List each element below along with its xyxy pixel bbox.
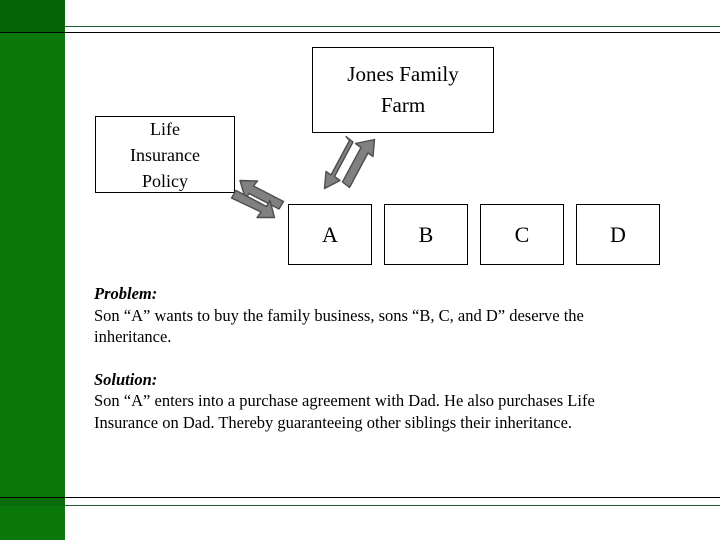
policy-box-line-2: Insurance [130,144,200,165]
solution-heading: Solution: [94,369,158,389]
son-label-c: C [514,221,530,247]
farm-box-line-2: Farm [380,93,426,117]
bottom-black-divider [0,497,720,498]
son-label-d: D [610,221,626,247]
top-black-divider [0,32,720,33]
policy-box-line-1: Life [150,118,180,139]
top-green-divider [65,26,720,27]
policy-box-line-3: Policy [141,170,188,191]
problem-heading: Problem: [94,284,158,303]
son-box-d: D [576,204,660,265]
arrow-farm-to-son-a-icon [323,135,354,190]
son-label-b: B [418,221,434,247]
son-box-b: B [384,204,468,265]
son-box-c: C [480,204,564,265]
problem-text: Son “A” wants to buy the family business… [94,305,584,347]
left-green-band [0,0,65,540]
left-green-band-bottom-segment [0,497,65,506]
jones-family-farm-box: Jones Family Farm [312,47,494,133]
son-label-a: A [322,221,338,247]
farm-box-line-1: Jones Family [347,62,459,86]
son-box-a: A [288,204,372,265]
explanation-text-block: Problem: Son “A” wants to buy the family… [94,283,624,433]
arrow-son-a-to-farm-icon [341,138,376,189]
paragraph-spacer [94,348,624,369]
solution-text: Son “A” enters into a purchase agreement… [94,391,595,432]
arrow-son-a-to-policy-icon [239,179,285,210]
arrow-policy-to-son-a-icon [230,189,276,219]
left-green-band-top-segment [0,0,65,33]
life-insurance-policy-box: Life Insurance Policy [95,116,235,193]
bottom-green-divider [65,505,720,506]
